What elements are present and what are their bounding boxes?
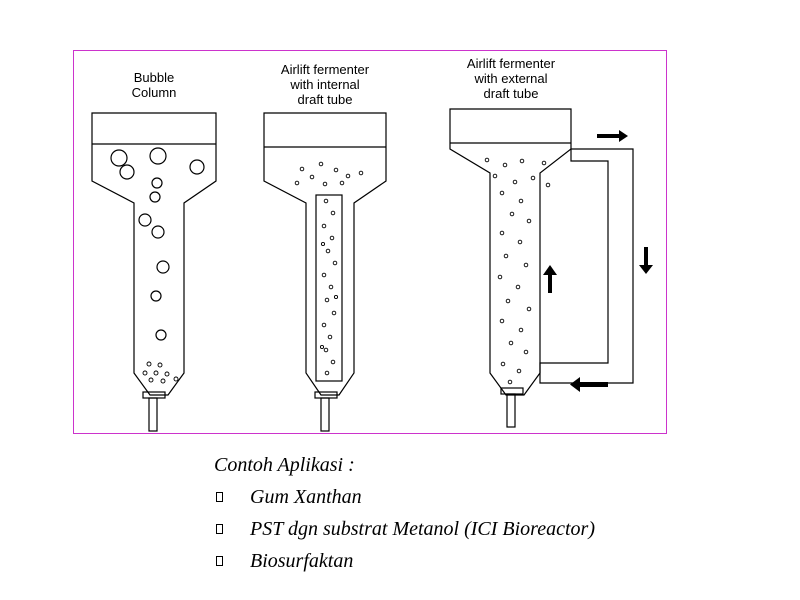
internal-airlift-label: Airlift fermenter with internal draft tu… bbox=[254, 62, 396, 107]
internal-airlift-bubbles bbox=[294, 161, 364, 376]
list-item-text: Biosurfaktan bbox=[250, 550, 354, 572]
external-airlift-bubbles bbox=[484, 157, 551, 385]
flow-arrow-right-icon bbox=[597, 130, 628, 142]
bubble-column-label-line: Column bbox=[131, 85, 177, 100]
external-airlift-label-line: draft tube bbox=[483, 86, 539, 101]
flow-arrow-left-icon bbox=[570, 377, 608, 392]
internal-airlift-vessel bbox=[263, 112, 387, 396]
internal-airlift-label-line: Airlift fermenter bbox=[280, 62, 370, 77]
diagram-frame: Bubble Column Airlift fermenter with int… bbox=[73, 50, 667, 434]
applications-list: Contoh Aplikasi : Gum Xanthan PST dgn su… bbox=[214, 450, 734, 577]
external-downcomer-tube bbox=[539, 148, 634, 384]
external-airlift-vessel bbox=[449, 108, 572, 396]
bubble-column-fine-bubbles bbox=[142, 361, 179, 384]
applications-heading: Contoh Aplikasi : bbox=[214, 454, 355, 476]
bubble-column-bubbles bbox=[110, 147, 205, 341]
external-airlift-label: Airlift fermenter with external draft tu… bbox=[440, 56, 582, 101]
external-airlift-label-line: with external bbox=[474, 71, 548, 86]
internal-airlift-label-line: draft tube bbox=[297, 92, 353, 107]
internal-airlift-label-line: with internal bbox=[290, 77, 360, 92]
flow-arrow-down-icon bbox=[639, 247, 653, 274]
internal-airlift-sparger bbox=[314, 391, 338, 432]
square-bullet-icon bbox=[216, 492, 223, 502]
bioreactor-diagram bbox=[91, 108, 653, 432]
external-airlift-sparger bbox=[500, 387, 524, 428]
internal-draft-tube bbox=[315, 194, 343, 382]
list-item-text: Gum Xanthan bbox=[250, 486, 362, 508]
bubble-column-label: Bubble Column bbox=[94, 70, 214, 100]
square-bullet-icon bbox=[216, 556, 223, 566]
bubble-column-sparger bbox=[142, 391, 166, 432]
square-bullet-icon bbox=[216, 524, 223, 534]
list-item: PST dgn substrat Metanol (ICI Bioreactor… bbox=[214, 513, 734, 545]
list-item: Biosurfaktan bbox=[214, 545, 734, 577]
flow-arrow-up-icon bbox=[543, 265, 557, 293]
list-item: Gum Xanthan bbox=[214, 481, 734, 513]
external-airlift-label-line: Airlift fermenter bbox=[466, 56, 556, 71]
bubble-column-vessel bbox=[91, 112, 217, 396]
list-item-text: PST dgn substrat Metanol (ICI Bioreactor… bbox=[250, 518, 595, 540]
bubble-column-label-line: Bubble bbox=[133, 70, 175, 85]
